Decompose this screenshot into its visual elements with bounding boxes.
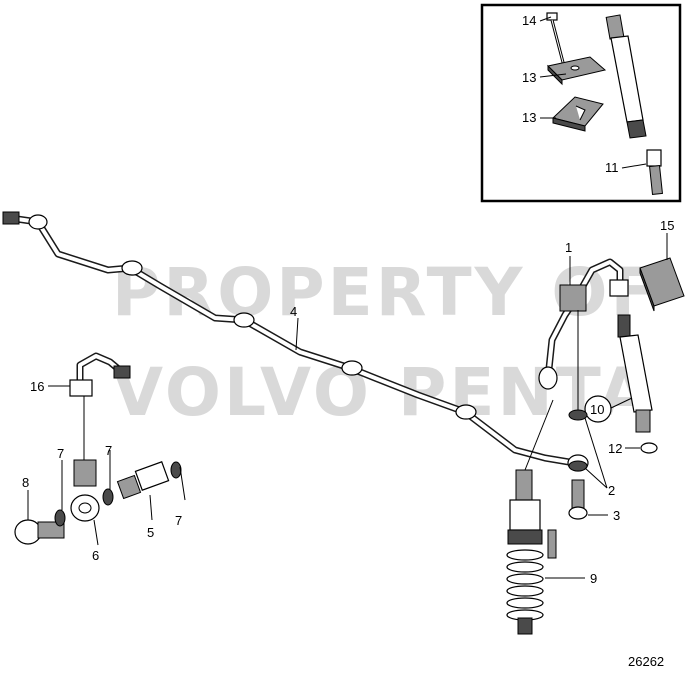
banjo-fitting-part-6	[70, 459, 100, 522]
callout-13-upper: 13	[522, 70, 536, 85]
pump-element-part-9	[506, 469, 557, 635]
injector-part-10	[617, 314, 653, 433]
copper-washers-part-2	[568, 409, 588, 472]
watermark-line-2: VOLVO PENTA	[112, 354, 653, 431]
callout-1: 1	[565, 240, 572, 255]
callout-4: 4	[290, 304, 297, 319]
callout-7-middle: 7	[105, 443, 112, 458]
callout-7-right: 7	[175, 513, 182, 528]
injector-clamp-part-15	[639, 257, 685, 312]
clamp-plate-lower	[551, 96, 604, 132]
figure-number: 26262	[628, 654, 664, 669]
injector-sleeve	[605, 14, 647, 139]
callout-3: 3	[613, 508, 620, 523]
callout-9: 9	[590, 571, 597, 586]
callout-2: 2	[608, 483, 615, 498]
callout-6: 6	[92, 548, 99, 563]
adapter-nipple-part-5	[116, 461, 170, 500]
banjo-bolt-part-3	[568, 479, 588, 520]
elbow-pipe-part-16	[69, 352, 131, 397]
callout-7-left: 7	[57, 446, 64, 461]
callout-13-lower: 13	[522, 110, 536, 125]
bolt-part-14	[546, 12, 567, 71]
callout-14: 14	[522, 13, 536, 28]
fuel-delivery-pipe-4	[2, 211, 589, 472]
washer-part-12	[640, 442, 658, 454]
inset-detail-box: 14 13 13 11	[480, 3, 682, 203]
callout-15: 15	[660, 218, 674, 233]
callout-11: 11	[605, 160, 619, 175]
callout-5: 5	[147, 525, 154, 540]
sleeve-tip-part-11	[646, 149, 663, 195]
sealing-washers-part-7	[54, 461, 182, 527]
mounting-block-part-1	[559, 284, 587, 312]
callout-12: 12	[608, 441, 622, 456]
callout-16: 16	[30, 379, 44, 394]
watermark: PROPERTY OF VOLVO PENTA	[112, 254, 656, 431]
injector-supply-line	[538, 258, 629, 390]
callout-10: 10	[590, 402, 604, 417]
callout-8: 8	[22, 475, 29, 490]
